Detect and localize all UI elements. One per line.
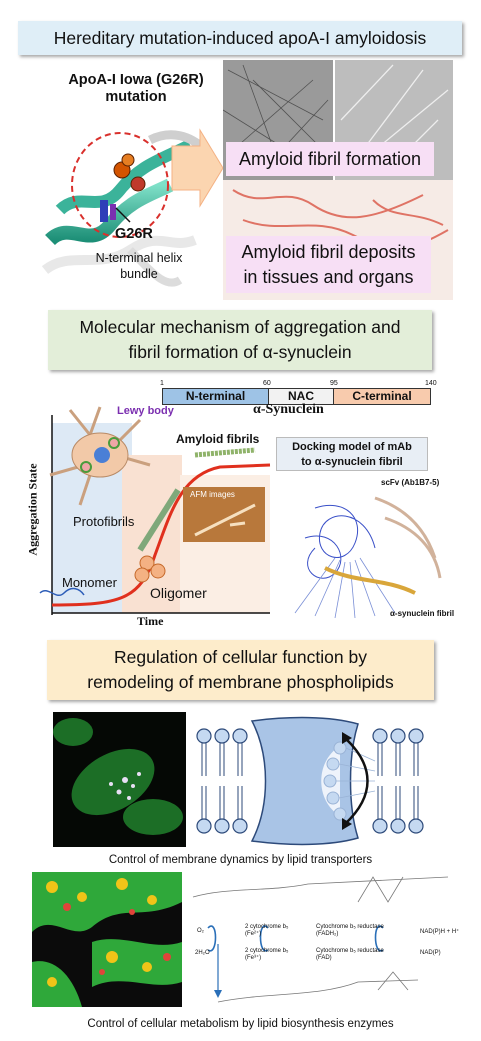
- domain-c-terminal: C-terminal: [333, 388, 431, 405]
- apoa1-structure-image: [41, 130, 209, 287]
- monomer-label: Monomer: [62, 575, 117, 590]
- pathway-reductase-top-state: (FADH₂): [316, 931, 339, 937]
- section3-title-line1: Regulation of cellular function by: [114, 647, 367, 667]
- domain-tick-95: 95: [330, 380, 338, 387]
- mutation-title-line1: ApoA-I Iowa (G26R): [68, 72, 204, 88]
- oligomer-label: Oligomer: [150, 585, 207, 601]
- pathway-reductase-top-name: Cytochrome b₅ reductase: [316, 924, 384, 930]
- helix-label-line1: N-terminal helix: [95, 251, 183, 265]
- amyloid-fibrils-label: Amyloid fibrils: [176, 432, 260, 446]
- y-axis-label: Aggregation State: [25, 463, 40, 556]
- helix-label-line2: bundle: [120, 267, 158, 281]
- oligomer-icon: [134, 555, 166, 583]
- lewy-body-label: Lewy body: [117, 405, 174, 417]
- pathway-o2: O₂: [197, 928, 204, 934]
- helix-label: N-terminal helix bundle: [89, 250, 189, 282]
- residue-label: G26R: [115, 226, 153, 242]
- docking-line2: to α-synuclein fibril: [301, 456, 403, 468]
- domain-tick-1: 1: [160, 380, 164, 387]
- pathway-reductase-bottom: Cytochrome b₅ reductase (FAD): [316, 948, 384, 962]
- lipid-heatmap-image: [32, 872, 182, 1007]
- pathway-reductase-bottom-name: Cytochrome b₅ reductase: [316, 948, 384, 954]
- arrow-right-icon: [171, 128, 224, 208]
- section3-title-line2: remodeling of membrane phospholipids: [87, 672, 394, 692]
- pathway-cyt-b5-top-state: (Fe²⁺): [245, 931, 262, 937]
- pathway-nadp: NAD(P): [420, 950, 441, 956]
- pathway-cyt-b5-top-name: 2 cytochrome b₅: [245, 924, 289, 930]
- pathway-reductase-bottom-state: (FAD): [316, 955, 332, 961]
- afm-images-label: AFM images: [190, 490, 235, 499]
- pathway-cyt-b5-bottom-name: 2 cytochrome b₅: [245, 948, 289, 954]
- domain-tick-60: 60: [263, 380, 271, 387]
- section2-title: Molecular mechanism of aggregation and f…: [48, 310, 432, 370]
- scfv-label: scFv (Ab1B7-5): [381, 478, 440, 487]
- pathway-cyt-b5-bottom: 2 cytochrome b₅ (Fe³⁺): [245, 948, 288, 962]
- aggregation-plot: [39, 406, 271, 615]
- section1-title: Hereditary mutation-induced apoA-I amylo…: [18, 21, 462, 55]
- docking-model-image: [294, 496, 442, 618]
- deposits-line1: Amyloid fibril deposits: [241, 241, 416, 262]
- neuron-icon: [49, 406, 151, 506]
- caption-membrane-dynamics: Control of membrane dynamics by lipid tr…: [108, 854, 373, 866]
- x-axis-label: Time: [137, 614, 164, 628]
- section2-title-line2: fibril formation of α-synuclein: [128, 342, 352, 362]
- docking-label: Docking model of mAb to α-synuclein fibr…: [276, 437, 428, 471]
- section2-title-line1: Molecular mechanism of aggregation and: [79, 317, 401, 337]
- protofibrils-label: Protofibrils: [73, 514, 135, 529]
- membrane-transporter-diagram: [196, 716, 424, 846]
- mutation-title-line2: mutation: [105, 89, 167, 105]
- protein-name: α-Synuclein: [253, 402, 324, 417]
- fibril-label: α-synuclein fibril: [390, 609, 455, 618]
- cell-fluorescence-image: [53, 712, 186, 847]
- caption-cellular-metabolism: Control of cellular metabolism by lipid …: [87, 1018, 394, 1030]
- pathway-cyt-b5-top: 2 cytochrome b₅ (Fe²⁺): [245, 924, 288, 938]
- pathway-h2o: 2H₂O: [195, 950, 210, 956]
- pathway-nadph: NAD(P)H + H⁺: [420, 929, 460, 935]
- mutation-title: ApoA-I Iowa (G26R) mutation: [66, 72, 206, 106]
- pathway-cyt-b5-bottom-state: (Fe³⁺): [245, 955, 262, 961]
- pathway-diagram: [192, 876, 449, 1003]
- fibril-formation-label: Amyloid fibril formation: [226, 142, 434, 176]
- docking-line1: Docking model of mAb: [292, 441, 412, 453]
- deposits-label: Amyloid fibril deposits in tissues and o…: [226, 236, 431, 293]
- section3-title: Regulation of cellular function by remod…: [47, 640, 434, 700]
- domain-tick-140: 140: [425, 380, 437, 387]
- pathway-reductase-top: Cytochrome b₅ reductase (FADH₂): [316, 924, 384, 938]
- deposits-line2: in tissues and organs: [243, 266, 414, 287]
